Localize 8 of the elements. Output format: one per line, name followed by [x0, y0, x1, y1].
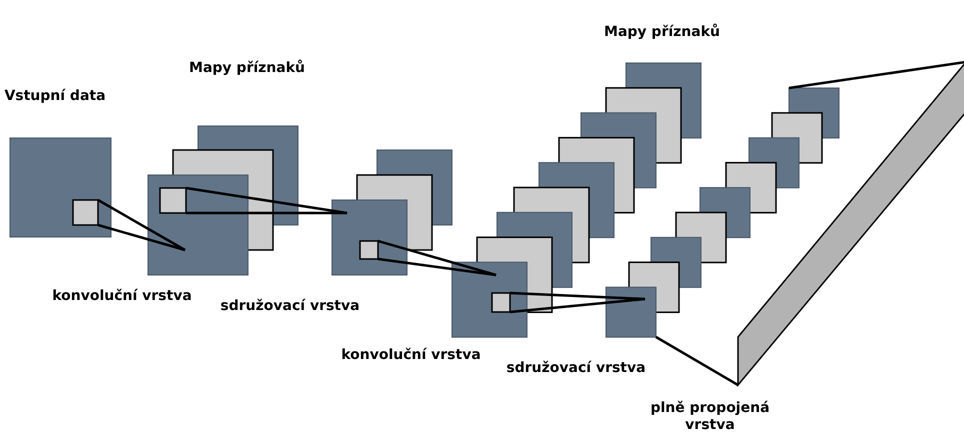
- layer-label: konvoluční vrstva: [51, 288, 193, 305]
- layer-label: plně propojená vrstva: [649, 400, 771, 434]
- layer-label: Vstupní data: [3, 88, 107, 105]
- layer-label: Mapy příznaků: [603, 24, 721, 41]
- layer-label: sdružovací vrstva: [505, 360, 647, 377]
- layer-label: konvoluční vrstva: [340, 347, 482, 364]
- layer-label: sdružovací vrstva: [219, 298, 361, 315]
- layer-label: Mapy příznaků: [188, 60, 306, 77]
